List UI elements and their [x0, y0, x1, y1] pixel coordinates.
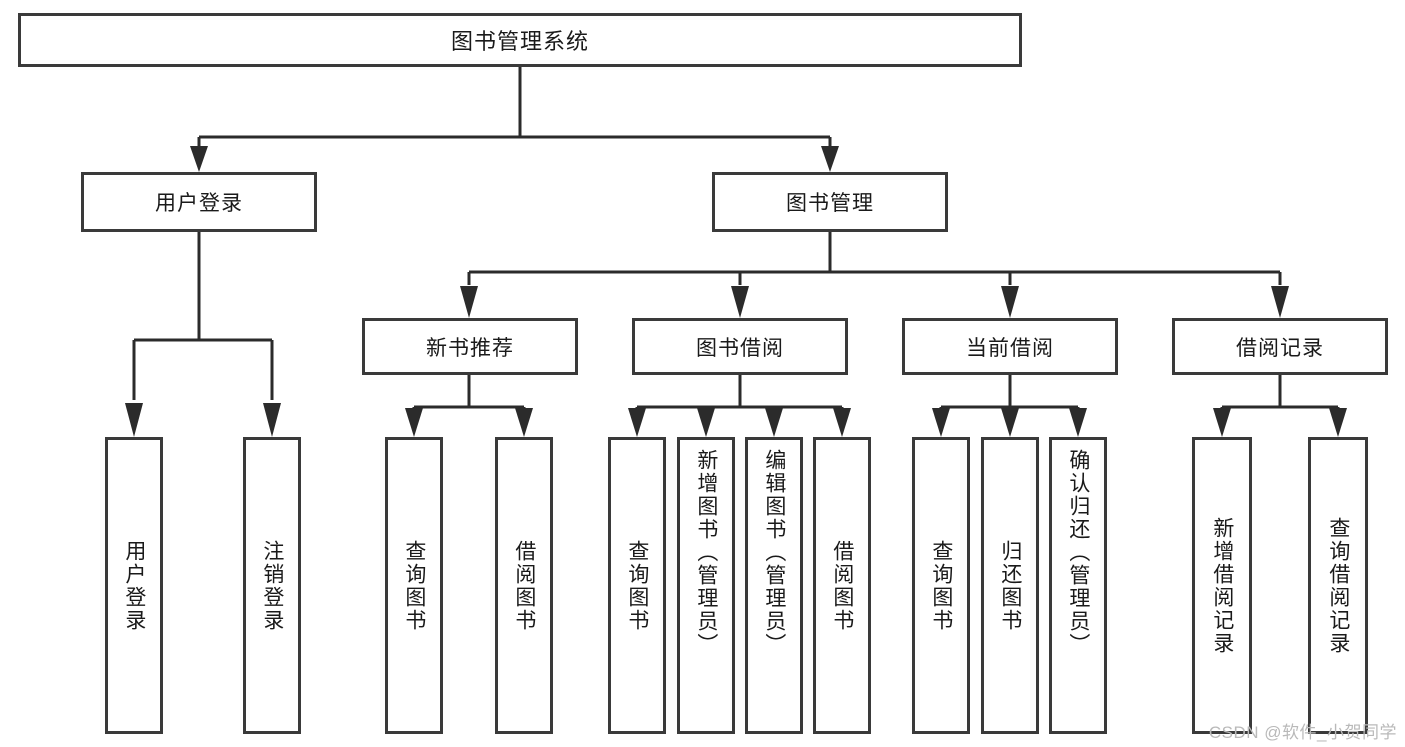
leaf-current-return-book[interactable]: 归还图书: [981, 437, 1039, 734]
leaf-borrow-borrow-book[interactable]: 借阅图书: [813, 437, 871, 734]
leaf-borrow-edit-book-admin[interactable]: 编辑图书（管理员）: [745, 437, 803, 734]
node-label: 新书推荐: [426, 336, 514, 360]
node-new-book-recommendation[interactable]: 新书推荐: [362, 318, 578, 375]
leaf-label: 编辑图书（管理员）: [762, 449, 786, 656]
arrow-newbooks: [460, 286, 478, 318]
leaf-label: 查询图书: [402, 539, 426, 632]
arrow-leaf-newbooks-2: [515, 408, 533, 437]
leaf-user-login-logout[interactable]: 注销登录: [243, 437, 301, 734]
node-label: 当前借阅: [966, 336, 1054, 360]
leaf-label: 查询图书: [625, 539, 649, 632]
node-book-management[interactable]: 图书管理: [712, 172, 948, 232]
leaf-label: 查询借阅记录: [1326, 516, 1350, 655]
arrow-records: [1271, 286, 1289, 318]
arrow-current: [1001, 286, 1019, 318]
arrow-bookmgmt: [821, 146, 839, 172]
leaf-borrow-query-book[interactable]: 查询图书: [608, 437, 666, 734]
arrow-leaf-current-3: [1069, 408, 1087, 437]
leaf-label: 新增借阅记录: [1210, 516, 1234, 655]
arrow-leaf-borrow-4: [833, 408, 851, 437]
leaf-current-query-book[interactable]: 查询图书: [912, 437, 970, 734]
node-label: 图书管理系统: [450, 29, 589, 54]
leaf-user-login-login[interactable]: 用户登录: [105, 437, 163, 734]
leaf-label: 新增图书（管理员）: [694, 449, 718, 656]
arrow-leaf-records-2: [1329, 408, 1347, 437]
node-root-book-management-system[interactable]: 图书管理系统: [18, 13, 1022, 67]
arrow-userlogin: [190, 146, 208, 172]
csdn-watermark: CSDN @软件_小贺同学: [1208, 723, 1397, 742]
node-borrow-records[interactable]: 借阅记录: [1172, 318, 1388, 375]
leaf-label: 借阅图书: [512, 539, 536, 632]
arrow-leaf-records-1: [1213, 408, 1231, 437]
node-book-borrowing[interactable]: 图书借阅: [632, 318, 848, 375]
leaf-label: 查询图书: [929, 539, 953, 632]
leaf-new-books-borrow[interactable]: 借阅图书: [495, 437, 553, 734]
leaf-label: 借阅图书: [830, 539, 854, 632]
node-user-login[interactable]: 用户登录: [81, 172, 317, 232]
node-label: 借阅记录: [1236, 336, 1324, 360]
arrow-leaf-current-2: [1001, 408, 1019, 437]
node-label: 图书管理: [786, 192, 874, 215]
leaf-current-confirm-return-admin[interactable]: 确认归还（管理员）: [1049, 437, 1107, 734]
leaf-records-add-record[interactable]: 新增借阅记录: [1192, 437, 1252, 734]
arrow-leaf-borrow-3: [765, 408, 783, 437]
leaf-borrow-add-book-admin[interactable]: 新增图书（管理员）: [677, 437, 735, 734]
arrow-leaf-borrow-1: [628, 408, 646, 437]
leaf-label: 用户登录: [122, 539, 146, 632]
arrow-leaf-newbooks-1: [405, 408, 423, 437]
leaf-new-books-query[interactable]: 查询图书: [385, 437, 443, 734]
leaf-records-query-record[interactable]: 查询借阅记录: [1308, 437, 1368, 734]
arrow-leaf-userlogin-2: [263, 403, 281, 437]
arrow-borrow: [731, 286, 749, 318]
node-current-borrowing[interactable]: 当前借阅: [902, 318, 1118, 375]
arrow-leaf-borrow-2: [697, 408, 715, 437]
node-label: 图书借阅: [696, 336, 784, 360]
node-label: 用户登录: [155, 192, 243, 215]
leaf-label: 归还图书: [998, 539, 1022, 632]
arrow-leaf-current-1: [932, 408, 950, 437]
leaf-label: 确认归还（管理员）: [1066, 449, 1090, 656]
arrow-leaf-userlogin-1: [125, 403, 143, 437]
leaf-label: 注销登录: [260, 539, 284, 632]
